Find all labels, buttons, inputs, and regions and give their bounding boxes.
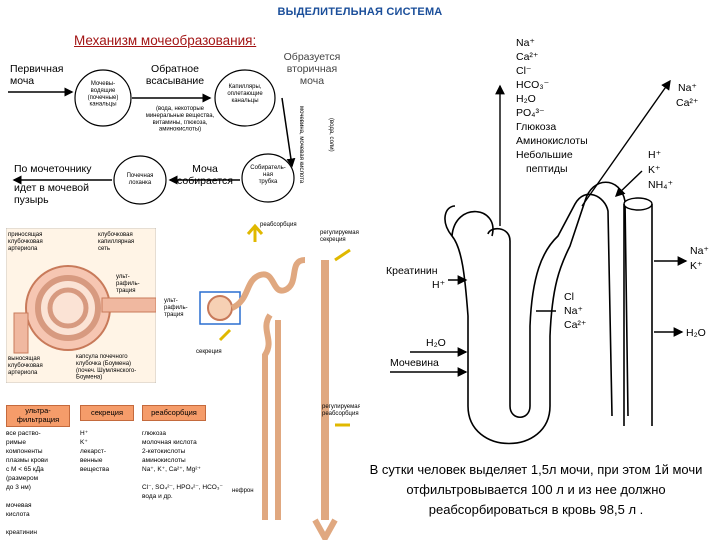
cl-label: Cl [564,291,574,303]
ca2-label: Ca²⁺ [564,319,587,331]
table-header-ultrafiltration: ультра- фильтрация [6,405,70,427]
ion-h2o: H₂O [516,93,536,105]
ion-peptides: пептиды [526,163,568,175]
ion-na: Na⁺ [516,37,535,49]
table-header-secretion: секреция [80,405,134,421]
k-right-label: K⁺ [690,260,703,272]
na-label: Na⁺ [678,82,697,94]
mid-ultrafiltration-label: ульт-рафиль-трация [164,298,188,318]
nephron-schematic: Na⁺ Ca²⁺ Cl⁻ HCO₃⁻ H₂O PO₄³⁻ Глюкоза Ами… [386,37,709,445]
table-header-reabsorption: реабсорбция [142,405,206,421]
ion-po4: PO₄³⁻ [516,107,545,119]
ion-ca: Ca²⁺ [516,51,539,63]
capillaries-circle [214,69,276,127]
ion-hco3: HCO₃⁻ [516,79,550,91]
collecting-duct-circle [241,153,295,203]
ultra-label: ульт-рафиль-трация [116,274,140,294]
na-right-label: Na⁺ [690,245,709,257]
creatinine-h-label: H⁺ [432,279,446,291]
k-label: K⁺ [648,164,661,176]
nh4-label: NH₄⁺ [648,179,673,191]
tubules-label: Мочевы-водящие(почечные)канальцы [88,81,119,108]
ion-aminoacids: Аминокислоты [516,135,588,147]
h-label: H⁺ [648,149,662,161]
ca-label: Ca²⁺ [676,97,699,109]
table-col-reabsorption: глюкоза молочная кислота 2-кетокислоты а… [142,430,223,500]
table-col-ultrafiltration: все раство- римые компоненты плазмы кров… [6,430,48,536]
tubules-circle [74,69,132,127]
renal-pelvis-circle [113,155,167,205]
ion-glucose: Глюкоза [516,121,556,133]
page-title: ВЫДЕЛИТЕЛЬНАЯ СИСТЕМА [277,6,443,18]
h2o-right-label: H₂O [686,327,706,339]
via-ureter-label: По мочеточнику [14,163,92,175]
vertical-note: мочевина, мочевая кислота [298,106,304,184]
mid-secretion-label: секреция [196,349,222,355]
subtitle: Механизм мочеобразования: [74,33,257,48]
top-ion-list: Na⁺ Ca²⁺ Cl⁻ HCO₃⁻ H₂O PO₄³⁻ Глюкоза Ами… [516,37,588,175]
na2-label: Na⁺ [564,305,583,317]
ion-cl: Cl⁻ [516,65,532,77]
mid-nephron-label: нефрон [232,488,254,494]
urea-label: Мочевина [390,357,439,369]
creatinine-label: Креатинин [386,265,438,277]
mid-reabsorption-label: реабсорбция [260,222,297,228]
h2o-left-label: H₂O [426,337,446,349]
caption-text: В сутки человек выделяет 1,5л мочи, при … [369,462,703,517]
vertical-note-2: (вода, соли) [328,118,334,152]
process-table: ультра- фильтрация секреция реабсорбция … [6,405,242,537]
ion-small: Небольшие [516,149,573,161]
table-col-secretion: H⁺ K⁺ лекарст- венные вещества [80,430,110,473]
